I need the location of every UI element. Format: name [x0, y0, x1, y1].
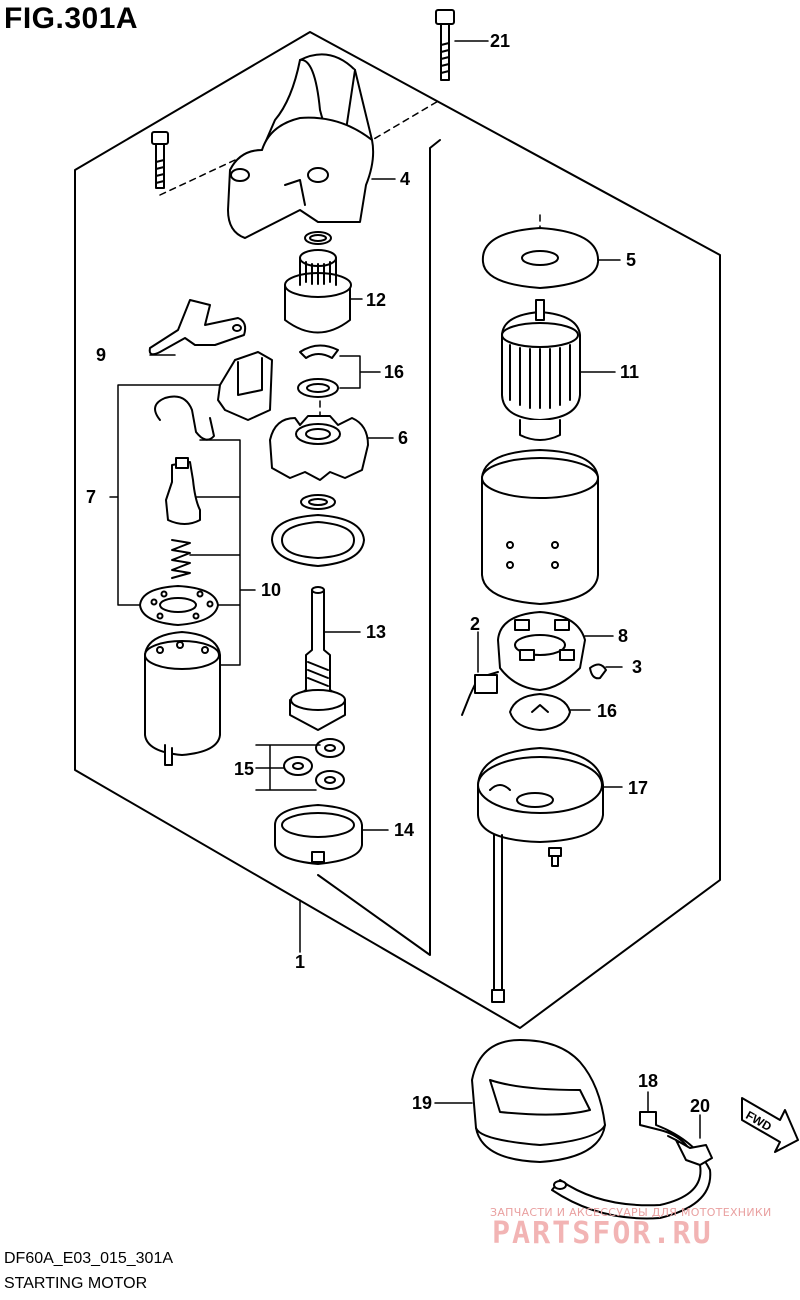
callout-7[interactable]: 7	[86, 487, 97, 507]
inner-boundary	[317, 139, 441, 956]
callout-6[interactable]: 6	[398, 428, 409, 448]
plunger	[165, 457, 201, 525]
strap-18	[551, 1111, 712, 1220]
fwd-arrow	[741, 1097, 799, 1153]
end-cover-17	[477, 747, 604, 843]
switch-flange	[139, 585, 219, 626]
through-bolt	[491, 834, 505, 1003]
bracket-19	[471, 1039, 606, 1163]
callout-8[interactable]: 8	[618, 626, 629, 646]
spring-wire	[154, 395, 215, 441]
figure-title: FIG.301A	[4, 2, 139, 35]
callout-9[interactable]: 9	[96, 345, 107, 365]
solenoid-body	[144, 631, 221, 766]
callout-12[interactable]: 12	[366, 290, 387, 310]
callout-11[interactable]: 11	[620, 362, 640, 382]
pinion-12	[284, 249, 352, 334]
bolt-small	[151, 131, 169, 189]
coil-spring	[171, 539, 191, 579]
callout-18[interactable]: 18	[638, 1071, 659, 1091]
shift-lever-9	[148, 299, 247, 356]
callout-2[interactable]: 2	[470, 614, 481, 634]
screw-small	[548, 847, 562, 867]
armature-11	[501, 299, 581, 441]
callout-14[interactable]: 14	[394, 820, 415, 840]
planetary-gears-15	[283, 738, 345, 790]
bolt-21	[435, 9, 455, 81]
clip-3	[589, 663, 607, 680]
plate-5	[481, 227, 600, 289]
yoke	[481, 449, 599, 605]
callout-16-upper[interactable]: 16	[384, 362, 405, 382]
snap-ring-16	[297, 344, 339, 398]
callout-4[interactable]: 4	[400, 169, 411, 189]
bolt-20	[667, 1135, 713, 1166]
callout-21[interactable]: 21	[490, 31, 511, 51]
brush-holder-8	[497, 611, 586, 691]
callout-17[interactable]: 17	[628, 778, 649, 798]
watermark-logo: PARTSFOR.RU	[492, 1216, 713, 1251]
callout-19[interactable]: 19	[412, 1093, 433, 1113]
ring-gear-14	[274, 804, 363, 865]
callout-10[interactable]: 10	[261, 580, 282, 600]
washer-16-lower	[509, 693, 571, 731]
front-housing-4	[227, 53, 375, 239]
callout-16-lower[interactable]: 16	[597, 701, 618, 721]
ring-plate	[271, 514, 365, 567]
housing-6	[269, 415, 369, 481]
callout-3[interactable]: 3	[632, 657, 643, 677]
callout-20[interactable]: 20	[690, 1096, 711, 1116]
shaft-13	[289, 586, 346, 731]
callout-13[interactable]: 13	[366, 622, 387, 642]
callout-1[interactable]: 1	[295, 952, 306, 972]
figure-caption: STARTING MOTOR	[4, 1275, 148, 1292]
switch-cover-7	[217, 351, 273, 421]
callout-15[interactable]: 15	[234, 759, 255, 779]
assembly-boundary	[74, 31, 721, 1029]
callout-5[interactable]: 5	[626, 250, 637, 270]
figure-code: DF60A_E03_015_301A	[4, 1250, 174, 1267]
watermark-tagline: ЗАПЧАСТИ И АКСЕССУАРЫ ДЛЯ МОТОТЕХНИКИ	[490, 1206, 772, 1219]
